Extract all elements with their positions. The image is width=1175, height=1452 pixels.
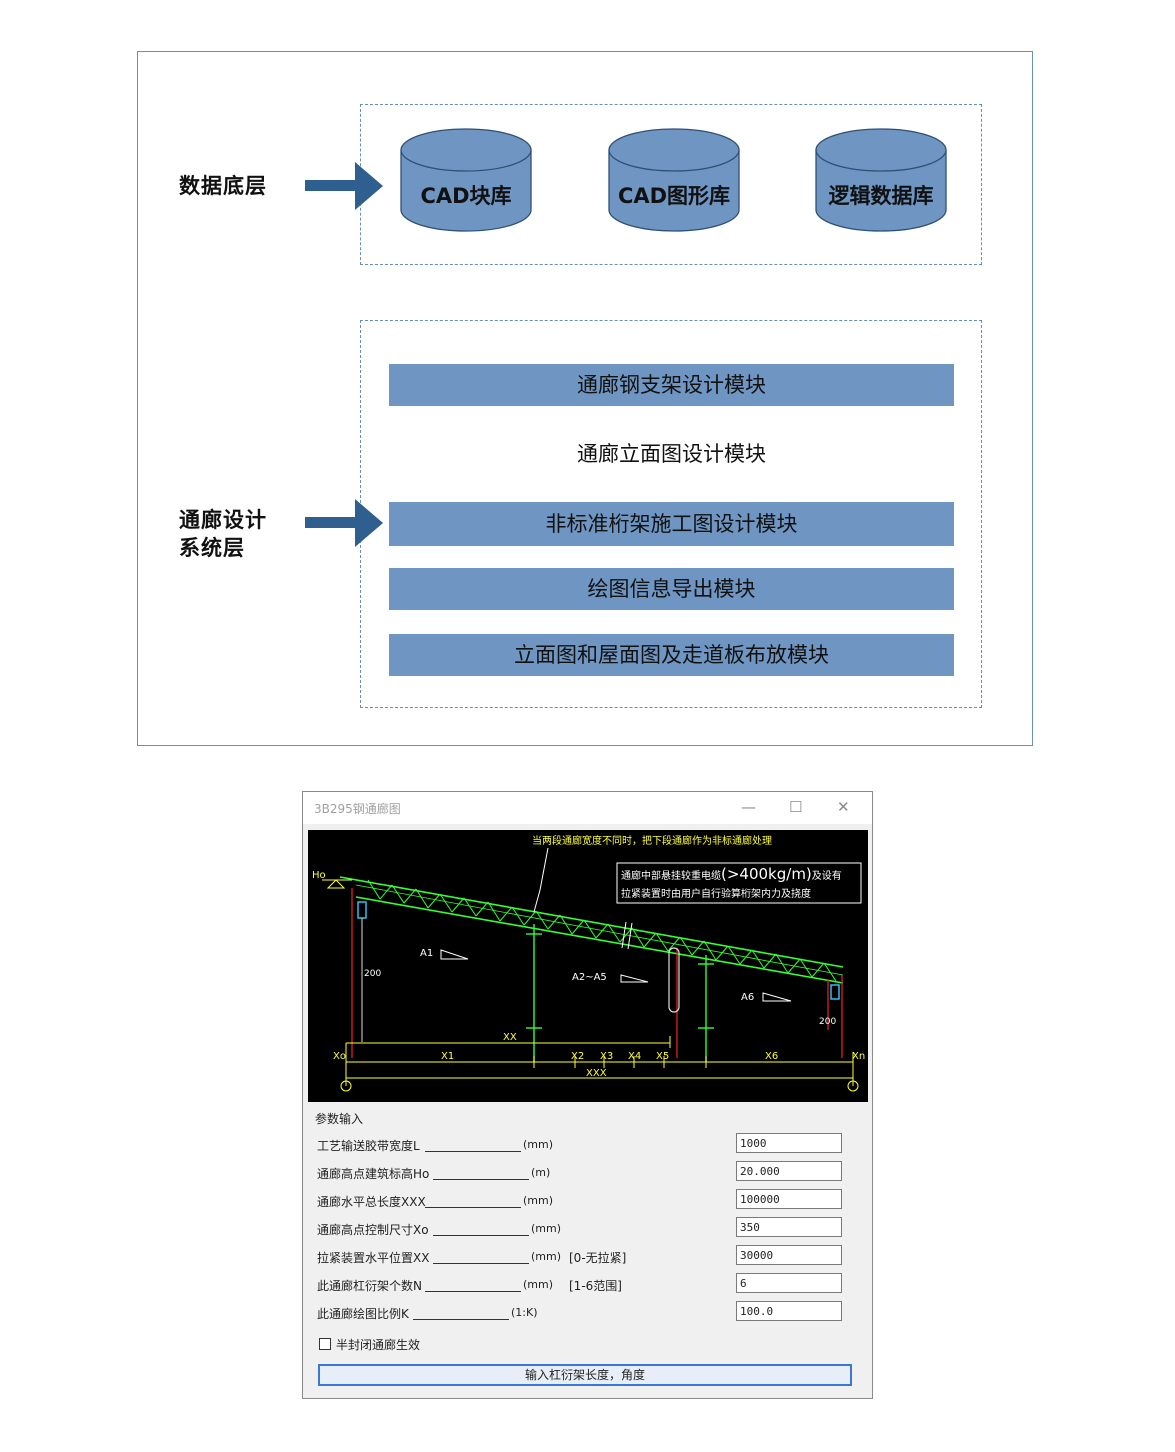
- cad-label-x3: X3: [600, 1051, 613, 1062]
- cad-label-x5: X5: [656, 1051, 669, 1062]
- param-underline: [425, 1291, 521, 1292]
- param-input[interactable]: [736, 1161, 842, 1181]
- module-layout: 立面图和屋面图及走道板布放模块: [389, 634, 954, 676]
- param-unit: (mm): [531, 1222, 562, 1235]
- cad-label-a1: A1: [420, 948, 433, 959]
- cad-label-x6: X6: [765, 1051, 778, 1062]
- param-input[interactable]: [736, 1217, 842, 1237]
- param-input[interactable]: [736, 1273, 842, 1293]
- cad-label-200-left: 200: [364, 969, 381, 979]
- data-layer-label: 数据底层: [179, 174, 267, 198]
- semi-closed-checkbox[interactable]: [319, 1338, 331, 1350]
- database-logic: 逻辑数据库: [815, 128, 947, 232]
- cad-preview: 当两段通廊宽度不同时，把下段通廊作为非标通廊处理 通廊中部悬挂较重电缆(>400…: [308, 830, 868, 1102]
- param-underline: [413, 1319, 509, 1320]
- data-layer-arrow-icon: [305, 162, 383, 210]
- system-layer-arrow-icon: [305, 499, 383, 547]
- cad-label-x2: X2: [571, 1051, 584, 1062]
- semi-closed-label: 半封闭通廊生效: [336, 1338, 421, 1352]
- param-input[interactable]: [736, 1189, 842, 1209]
- module-drawing-export: 绘图信息导出模块: [389, 568, 954, 610]
- module-nonstandard-truss: 非标准桁架施工图设计模块: [389, 502, 954, 546]
- param-label: 拉紧装置水平位置XX: [317, 1251, 430, 1265]
- database-label: CAD图形库: [617, 184, 731, 208]
- param-unit: (mm): [523, 1278, 554, 1291]
- param-label: 此通廊杠衍架个数N: [317, 1279, 422, 1293]
- param-input[interactable]: [736, 1301, 842, 1321]
- database-cylinder-icon: [400, 128, 532, 232]
- module-elevation: 通廊立面图设计模块: [577, 442, 766, 466]
- param-input[interactable]: [736, 1133, 842, 1153]
- param-unit: (m): [531, 1166, 551, 1179]
- cad-label-xn: Xn: [852, 1051, 865, 1062]
- database-cad-block: CAD块库: [400, 128, 532, 232]
- module-steel-support: 通廊钢支架设计模块: [389, 364, 954, 406]
- cad-label-a2a5: A2~A5: [572, 972, 607, 983]
- cad-label-x4: X4: [628, 1051, 641, 1062]
- database-label: CAD块库: [420, 184, 512, 208]
- param-underline: [425, 1207, 521, 1208]
- param-label: 通廊高点建筑标高Ho: [317, 1167, 430, 1181]
- database-label: 逻辑数据库: [828, 184, 934, 208]
- param-underline: [425, 1151, 521, 1152]
- param-label: 通廊高点控制尺寸Xo: [317, 1223, 429, 1237]
- param-unit: (mm): [523, 1138, 554, 1151]
- param-unit: (mm): [531, 1250, 562, 1263]
- maximize-icon[interactable]: ☐: [789, 798, 803, 816]
- cad-label-xo: Xo: [333, 1051, 346, 1062]
- cad-note-part: 通廊中部悬挂较重电缆: [621, 869, 721, 882]
- cad-label-xx: XX: [503, 1032, 517, 1043]
- cad-note-top: 当两段通廊宽度不同时，把下段通廊作为非标通廊处理: [532, 834, 772, 847]
- minimize-icon[interactable]: —: [741, 798, 756, 816]
- param-input[interactable]: [736, 1245, 842, 1265]
- cad-note-box-line2: 拉紧装置时由用户自行验算桁架内力及挠度: [621, 887, 811, 900]
- close-icon[interactable]: ✕: [837, 798, 850, 816]
- app-window: 3B295钢通廊图 — ☐ ✕: [302, 791, 873, 1399]
- param-underline: [433, 1179, 529, 1180]
- cad-note-box-line1: 通廊中部悬挂较重电缆(>400kg/m)及设有: [621, 865, 842, 883]
- param-unit: (1:K): [511, 1306, 538, 1319]
- database-cylinder-icon: [815, 128, 947, 232]
- param-label: 工艺输送胶带宽度L: [317, 1139, 420, 1153]
- param-unit: (mm): [523, 1194, 554, 1207]
- window-title: 3B295钢通廊图: [314, 802, 401, 816]
- cad-label-x1: X1: [441, 1051, 454, 1062]
- param-label: 通廊水平总长度XXX: [317, 1195, 426, 1209]
- cad-note-part: 及设有: [812, 869, 842, 882]
- param-group-label: 参数输入: [315, 1112, 364, 1126]
- title-bar[interactable]: 3B295钢通廊图 — ☐ ✕: [303, 792, 872, 824]
- param-underline: [433, 1263, 529, 1264]
- architecture-frame: [137, 51, 1033, 746]
- cad-label-xxx: XXX: [586, 1068, 607, 1079]
- param-label: 此通廊绘图比例K: [317, 1307, 409, 1321]
- cad-label-ho: Ho: [312, 870, 326, 881]
- input-truss-button[interactable]: 输入杠衍架长度，角度: [318, 1364, 852, 1386]
- param-note: [1-6范围]: [569, 1279, 622, 1293]
- system-layer-label: 通廊设计 系统层: [179, 508, 267, 560]
- param-note: [0-无拉紧]: [569, 1251, 627, 1265]
- cad-label-a6: A6: [741, 992, 754, 1003]
- param-underline: [433, 1235, 529, 1236]
- cad-label-200-right: 200: [819, 1017, 836, 1027]
- database-cad-graphic: CAD图形库: [608, 128, 740, 232]
- database-cylinder-icon: [608, 128, 740, 232]
- cad-note-part: (>400kg/m): [721, 865, 812, 883]
